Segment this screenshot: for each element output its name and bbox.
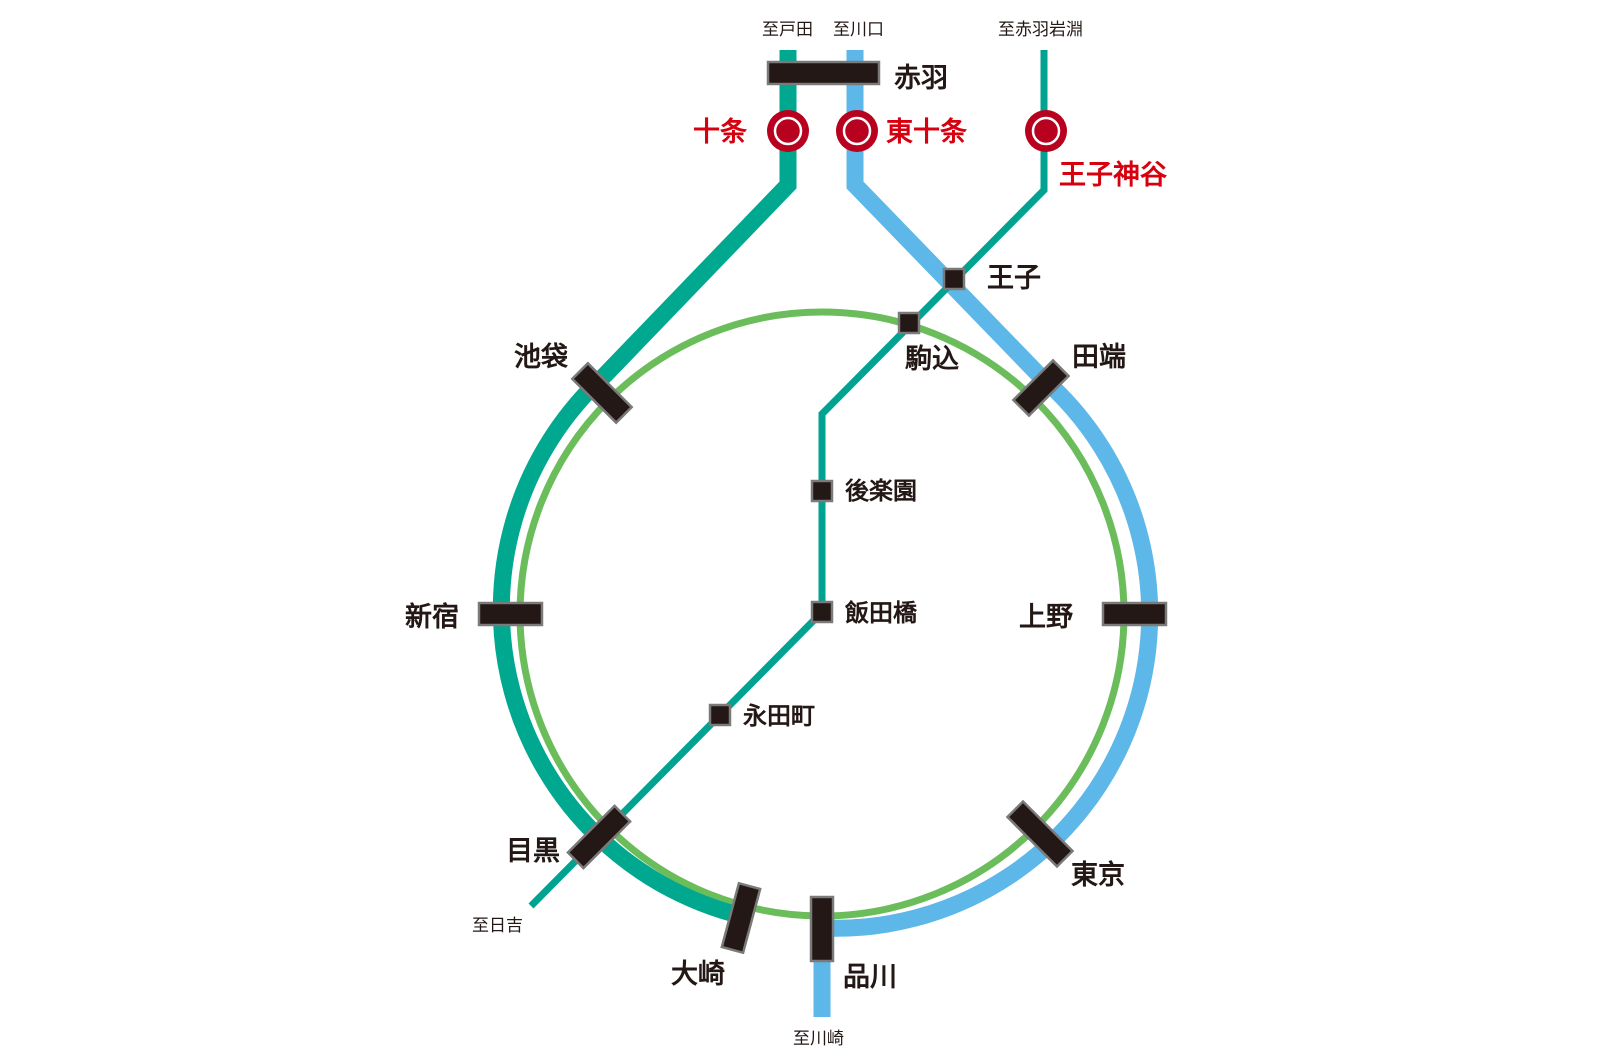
station-mark-iidabashi[interactable] <box>810 600 834 624</box>
station-label-tabata: 田端 <box>1072 342 1126 373</box>
station-mark-meguro[interactable] <box>566 804 632 870</box>
station-labels: 赤羽 池袋 新宿 目黒 大崎 品川 東京 上野 田端 駒込 王子 後楽園 飯田橋… <box>405 63 1168 993</box>
station-mark-akabane[interactable] <box>766 60 881 86</box>
direction-label-toda: 至戸田 <box>762 20 813 40</box>
station-label-iidabashi: 飯田橋 <box>844 599 918 627</box>
station-label-ueno: 上野 <box>1019 602 1073 633</box>
direction-labels: 至戸田 至川口 至赤羽岩淵 至日吉 至川崎 <box>472 20 1083 1049</box>
keihin-tohoku-line <box>813 50 1159 1017</box>
station-label-akabane: 赤羽 <box>894 63 948 94</box>
station-label-komagome: 駒込 <box>905 344 959 375</box>
station-label-tokyo: 東京 <box>1071 859 1125 891</box>
direction-label-akabane-iwabuchi: 至赤羽岩淵 <box>998 20 1083 40</box>
station-mark-shinjuku[interactable] <box>477 601 544 627</box>
station-mark-oji[interactable] <box>942 267 966 291</box>
station-label-shinagawa: 品川 <box>843 962 897 993</box>
station-mark-korakuen[interactable] <box>810 479 834 503</box>
station-label-shinjuku: 新宿 <box>405 601 459 633</box>
station-marks <box>477 60 1168 963</box>
station-mark-higashi-jujo[interactable] <box>836 110 878 152</box>
station-label-meguro: 目黒 <box>506 836 560 867</box>
station-mark-nagatacho[interactable] <box>708 703 732 727</box>
station-mark-osaki[interactable] <box>720 881 762 955</box>
station-label-ikebukuro: 池袋 <box>514 342 569 373</box>
station-label-oji: 王子 <box>987 263 1041 294</box>
station-label-korakuen: 後楽園 <box>845 477 917 505</box>
station-label-osaki: 大崎 <box>671 959 725 990</box>
station-mark-ueno[interactable] <box>1101 601 1168 627</box>
station-label-nagatacho: 永田町 <box>743 702 815 730</box>
station-label-oji-kamiya: 王子神谷 <box>1059 160 1168 191</box>
direction-label-hiyoshi: 至日吉 <box>472 916 523 936</box>
station-mark-oji-kamiya[interactable] <box>1025 110 1067 152</box>
saikyo-line <box>492 50 797 927</box>
station-label-higashi-jujo: 東十条 <box>886 117 968 148</box>
station-mark-tabata[interactable] <box>1011 358 1071 418</box>
direction-label-kawasaki: 至川崎 <box>793 1029 844 1049</box>
station-mark-tokyo[interactable] <box>1005 799 1075 869</box>
station-mark-jujo[interactable] <box>767 110 809 152</box>
station-mark-shinagawa[interactable] <box>809 895 835 963</box>
direction-label-kawaguchi: 至川口 <box>833 20 884 40</box>
station-mark-komagome[interactable] <box>897 311 921 335</box>
station-mark-ikebukuro[interactable] <box>570 361 634 425</box>
station-label-jujo: 十条 <box>693 117 748 148</box>
route-lines <box>492 50 1159 1017</box>
